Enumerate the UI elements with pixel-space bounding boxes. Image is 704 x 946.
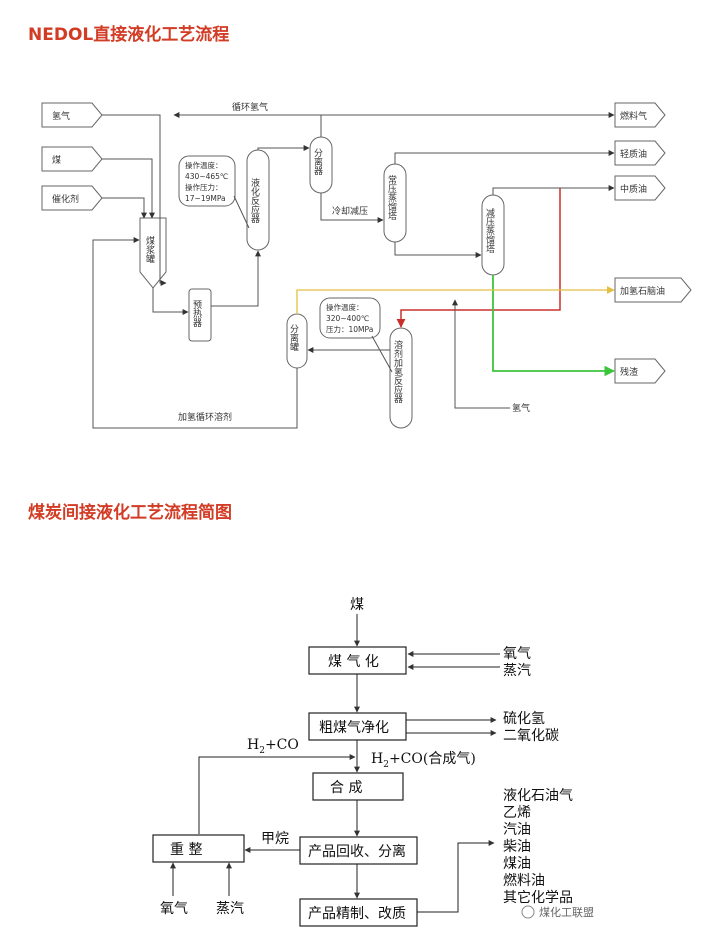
svg-text:分离器: 分离器 (312, 148, 323, 175)
svg-text:催化剂: 催化剂 (52, 193, 79, 205)
synthesis-box: 合 成 (312, 772, 404, 801)
gasification-box: 煤 气 化 (308, 646, 407, 675)
watermark: 煤化工联盟 (521, 905, 594, 919)
svg-text:320~400℃: 320~400℃ (326, 314, 369, 323)
refining-box: 产品精制、改质 (299, 898, 418, 927)
steam-label: 蒸汽 (503, 663, 531, 679)
output-medium-oil: 中质油 (614, 175, 666, 201)
atmospheric-distillation-tower: 常压蒸馏塔 (383, 163, 407, 243)
svg-text:粗煤气净化: 粗煤气净化 (319, 720, 389, 736)
svg-text:分离罐: 分离罐 (288, 324, 299, 352)
svg-text:17~19MPa: 17~19MPa (185, 194, 226, 203)
solvent-reactor-conditions-callout: 操作温度： 320~400℃ 压力：10MPa (319, 297, 393, 373)
oxygen-label: 氧气 (503, 646, 531, 662)
input-coal: 煤 (41, 146, 103, 172)
output-residue: 残渣 (614, 358, 666, 384)
recycle-h2-label: 循环氢气 (232, 101, 268, 113)
separator-tank: 分离罐 (286, 313, 308, 369)
svg-text:溶剂加氢反应器: 溶剂加氢反应器 (392, 339, 403, 403)
svg-text:中质油: 中质油 (620, 183, 647, 195)
reforming-box: 重 整 (152, 834, 245, 863)
reactor-conditions-callout: 操作温度： 430~465℃ 操作压力： 17~19MPa (178, 155, 250, 229)
svg-text:残渣: 残渣 (620, 366, 638, 378)
hydro-recycle-solvent-label: 加氢循环溶剂 (178, 411, 232, 423)
svg-text:氢气: 氢气 (52, 110, 70, 122)
product-list: 液化石油气 乙烯 汽油 柴油 煤油 燃料油 其它化学品 (503, 788, 573, 906)
output-hydrogenated-naphtha: 加氢石脑油 (614, 277, 692, 303)
h2s-label: 硫化氢 (503, 711, 545, 727)
svg-text:操作温度：: 操作温度： (326, 302, 364, 312)
svg-text:煤: 煤 (52, 154, 61, 166)
output-light-oil: 轻质油 (614, 140, 666, 166)
wechat-icon (521, 905, 535, 919)
separator: 分离器 (309, 136, 333, 194)
svg-text:操作压力：: 操作压力： (185, 182, 223, 192)
co2-label: 二氧化碳 (503, 728, 559, 744)
svg-text:燃料气: 燃料气 (620, 110, 647, 122)
process-lines: 循环氢气 冷却减压 氢气 (92, 101, 616, 429)
product-item: 其它化学品 (503, 889, 573, 906)
slurry-tank: 煤浆罐 (139, 217, 167, 289)
preheater: 预热器 (188, 288, 212, 342)
product-item: 液化石油气 (503, 788, 573, 804)
input-hydrogen: 氢气 (41, 102, 103, 128)
purification-box: 粗煤气净化 (308, 712, 407, 741)
cool-depress-label: 冷却减压 (332, 205, 368, 217)
solvent-hydrogenation-reactor: 溶剂加氢反应器 (389, 327, 413, 429)
reform-syngas-label: H2+CO (247, 737, 299, 756)
output-fuel-gas: 燃料气 (614, 102, 666, 128)
svg-text:预热器: 预热器 (191, 300, 202, 327)
product-item: 汽油 (503, 822, 531, 838)
methane-label: 甲烷 (261, 831, 289, 847)
svg-text:压力：10MPa: 压力：10MPa (326, 324, 373, 334)
reform-oxygen-label: 氧气 (160, 901, 188, 917)
svg-text:重 整: 重 整 (170, 842, 202, 858)
svg-text:产品精制、改质: 产品精制、改质 (308, 906, 406, 922)
product-item: 燃料油 (503, 872, 545, 889)
nedol-title: NEDOL直接液化工艺流程 (28, 25, 230, 45)
svg-text:430~465℃: 430~465℃ (185, 172, 228, 181)
svg-text:煤浆罐: 煤浆罐 (144, 235, 155, 264)
svg-text:液化反应器: 液化反应器 (249, 177, 260, 223)
svg-text:产品回收、分离: 产品回收、分离 (308, 843, 406, 860)
svg-text:煤化工联盟: 煤化工联盟 (539, 905, 594, 919)
svg-text:加氢石脑油: 加氢石脑油 (620, 285, 665, 297)
coal-label: 煤 (350, 597, 364, 613)
input-catalyst: 催化剂 (41, 185, 103, 211)
vacuum-distillation-tower: 减压蒸馏塔 (481, 194, 505, 276)
svg-text:轻质油: 轻质油 (620, 148, 647, 160)
product-item: 柴油 (503, 839, 531, 855)
hydrogen-feed-label: 氢气 (512, 402, 530, 414)
svg-text:操作温度：: 操作温度： (185, 160, 223, 170)
svg-text:常压蒸馏塔: 常压蒸馏塔 (386, 174, 397, 221)
product-recovery-box: 产品回收、分离 (299, 836, 418, 865)
liquefaction-reactor: 液化反应器 (246, 149, 270, 251)
indirect-diagram: 煤 煤 气 化 氧气 蒸汽 粗煤气净化 硫化氢 二氧化碳 H2+CO(合成气) … (152, 597, 573, 927)
indirect-title: 煤炭间接液化工艺流程简图 (28, 503, 232, 523)
svg-text:减压蒸馏塔: 减压蒸馏塔 (484, 207, 495, 254)
reform-steam-label: 蒸汽 (216, 901, 244, 917)
svg-text:合 成: 合 成 (330, 780, 362, 796)
product-item: 煤油 (503, 856, 531, 872)
syngas-label: H2+CO(合成气) (371, 751, 476, 770)
nedol-diagram: 氢气 煤 催化剂 燃料气 轻质油 中质油 加氢石脑油 残渣 (41, 101, 692, 429)
product-item: 乙烯 (503, 805, 531, 821)
svg-text:煤 气 化: 煤 气 化 (328, 654, 379, 670)
